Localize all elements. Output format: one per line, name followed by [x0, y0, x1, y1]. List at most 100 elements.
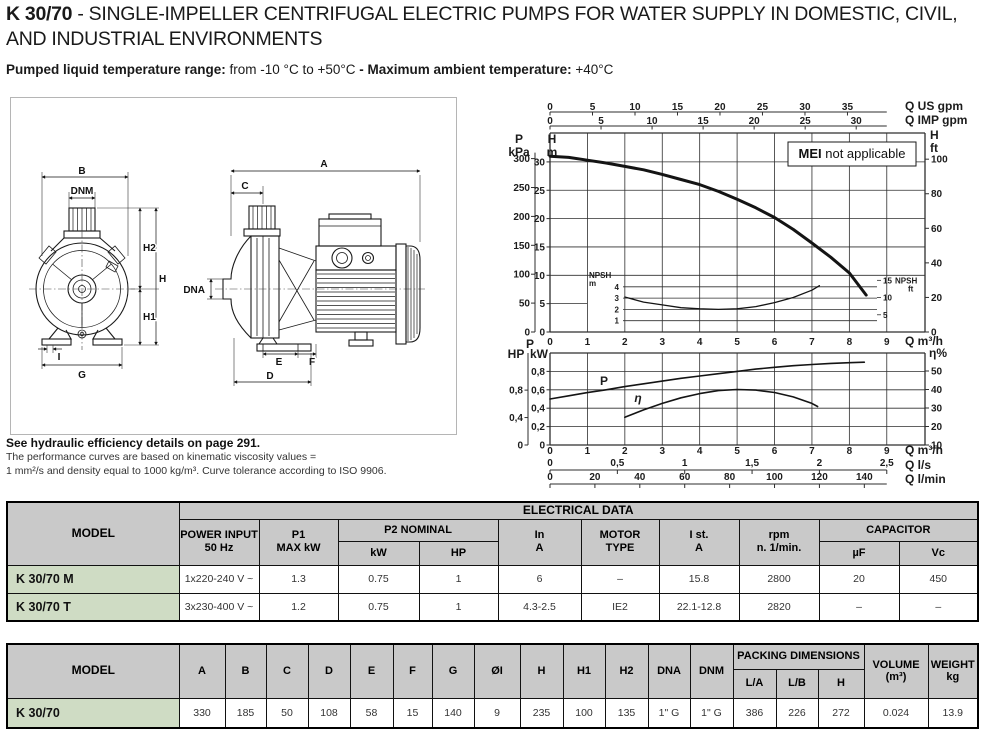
svg-text:300: 300 [513, 154, 530, 165]
svg-text:0,6: 0,6 [531, 385, 545, 396]
col-header-C: C [265, 643, 309, 699]
cell-power-input: 3x230-400 V ~ [178, 592, 260, 622]
dim-label-H: H [159, 274, 166, 285]
svg-text:0: 0 [517, 441, 523, 452]
col-header-volume: VOLUME(m³) [863, 643, 929, 699]
svg-text:10: 10 [629, 102, 641, 113]
svg-text:20: 20 [931, 293, 943, 304]
dim-label-B: B [78, 166, 85, 177]
svg-text:60: 60 [931, 224, 943, 235]
svg-text:30: 30 [931, 404, 943, 415]
cell-in: 4.3-2.5 [497, 592, 582, 622]
dim-label-A: A [320, 159, 327, 170]
col-header-H1: H1 [562, 643, 606, 699]
svg-text:10: 10 [931, 441, 943, 452]
svg-text:1: 1 [585, 446, 591, 457]
svg-text:0,8: 0,8 [531, 367, 545, 378]
axis-label-p-kpa: P [515, 132, 523, 146]
svg-text:20: 20 [589, 472, 601, 483]
axis-label-h-m: H [548, 132, 557, 146]
svg-text:5: 5 [598, 116, 604, 127]
svg-text:10: 10 [883, 294, 892, 303]
svg-text:30: 30 [799, 102, 811, 113]
col-header-p2-nominal: P2 NOMINAL [337, 518, 499, 542]
svg-text:2: 2 [622, 446, 628, 457]
pump-side-view: A C [182, 158, 425, 386]
svg-text:2: 2 [622, 337, 628, 348]
cell-p2-kw: 0.75 [337, 564, 420, 594]
svg-text:10: 10 [534, 271, 546, 282]
ambient-temp-value: +40°C [575, 62, 614, 77]
axis-label-q-ls: Q l/s [905, 458, 931, 472]
col-header-H2: H2 [604, 643, 649, 699]
temperature-range-line: Pumped liquid temperature range: from -1… [6, 62, 613, 77]
svg-text:120: 120 [811, 472, 828, 483]
svg-text:8: 8 [847, 337, 853, 348]
col-header-cap-vc: Vc [898, 540, 979, 566]
svg-text:5: 5 [734, 337, 740, 348]
npsh-m-label: NPSH [589, 271, 611, 280]
model-name: K 30/70 [6, 3, 73, 25]
cell-pack-H: 272 [817, 697, 865, 729]
cell-LB: 226 [775, 697, 819, 729]
cell-D: 108 [307, 697, 351, 729]
dim-label-DNM: DNM [71, 186, 94, 197]
cell-p2-hp: 1 [418, 564, 499, 594]
svg-text:30: 30 [534, 157, 546, 168]
dim-label-C: C [241, 181, 248, 192]
fan-cover-grille [407, 247, 418, 341]
axis-label-kw: kW [530, 347, 549, 361]
col-header-p2-kw: kW [337, 540, 420, 566]
svg-text:0,8: 0,8 [509, 386, 523, 397]
col-header-H: H [519, 643, 564, 699]
cell-OI: 9 [473, 697, 521, 729]
svg-text:7: 7 [809, 446, 815, 457]
cell-ist: 15.8 [658, 564, 740, 594]
svg-text:7: 7 [809, 337, 815, 348]
efficiency-curve-label: η [634, 391, 641, 405]
model-cell: K 30/70 T [6, 592, 180, 622]
axis-label-imp-gpm: Q IMP gpm [905, 113, 967, 127]
dim-label-I: I [58, 352, 61, 363]
col-header-cap-uf: µF [818, 540, 900, 566]
svg-text:40: 40 [931, 385, 943, 396]
dimensions-section: MODEL A B C D E F G ØI H H1 H2 DNA DNM P… [6, 643, 979, 729]
viscosity-note-line1: The performance curves are based on kine… [6, 451, 317, 463]
svg-text:40: 40 [634, 472, 646, 483]
cell-DNA: 1" G [647, 697, 691, 729]
col-header-model: MODEL [6, 643, 180, 699]
svg-text:20: 20 [714, 102, 726, 113]
cell-C: 50 [265, 697, 309, 729]
svg-text:50: 50 [931, 367, 943, 378]
table-row: K 30/70 T 3x230-400 V ~ 1.2 0.75 1 4.3-2… [6, 592, 979, 622]
col-header-p2-hp: HP [418, 540, 499, 566]
svg-text:80: 80 [931, 189, 943, 200]
cell-G: 140 [431, 697, 475, 729]
head-curve [548, 154, 868, 297]
svg-text:20: 20 [749, 116, 761, 127]
cell-E: 58 [349, 697, 394, 729]
svg-text:15: 15 [698, 116, 710, 127]
svg-text:0: 0 [547, 116, 553, 127]
axis-label-q-m3h-2: Q m³/h [905, 443, 943, 457]
svg-text:15: 15 [672, 102, 684, 113]
svg-text:1: 1 [682, 458, 688, 469]
svg-text:2: 2 [817, 458, 823, 469]
svg-text:0,5: 0,5 [610, 458, 624, 469]
cell-cap-vc: – [898, 592, 979, 622]
page-title: K 30/70 - SINGLE-IMPELLER CENTRIFUGAL EL… [6, 2, 958, 52]
svg-text:4: 4 [697, 446, 703, 457]
svg-text:250: 250 [513, 183, 530, 194]
axis-label-q-lmin: Q l/min [905, 472, 946, 486]
cell-weight: 13.9 [927, 697, 979, 729]
svg-text:40: 40 [931, 258, 943, 269]
svg-text:20: 20 [931, 422, 943, 433]
col-header-G: G [431, 643, 475, 699]
svg-text:0: 0 [931, 328, 937, 339]
cell-DNM: 1" G [689, 697, 734, 729]
power-curve-label: P [600, 374, 608, 388]
